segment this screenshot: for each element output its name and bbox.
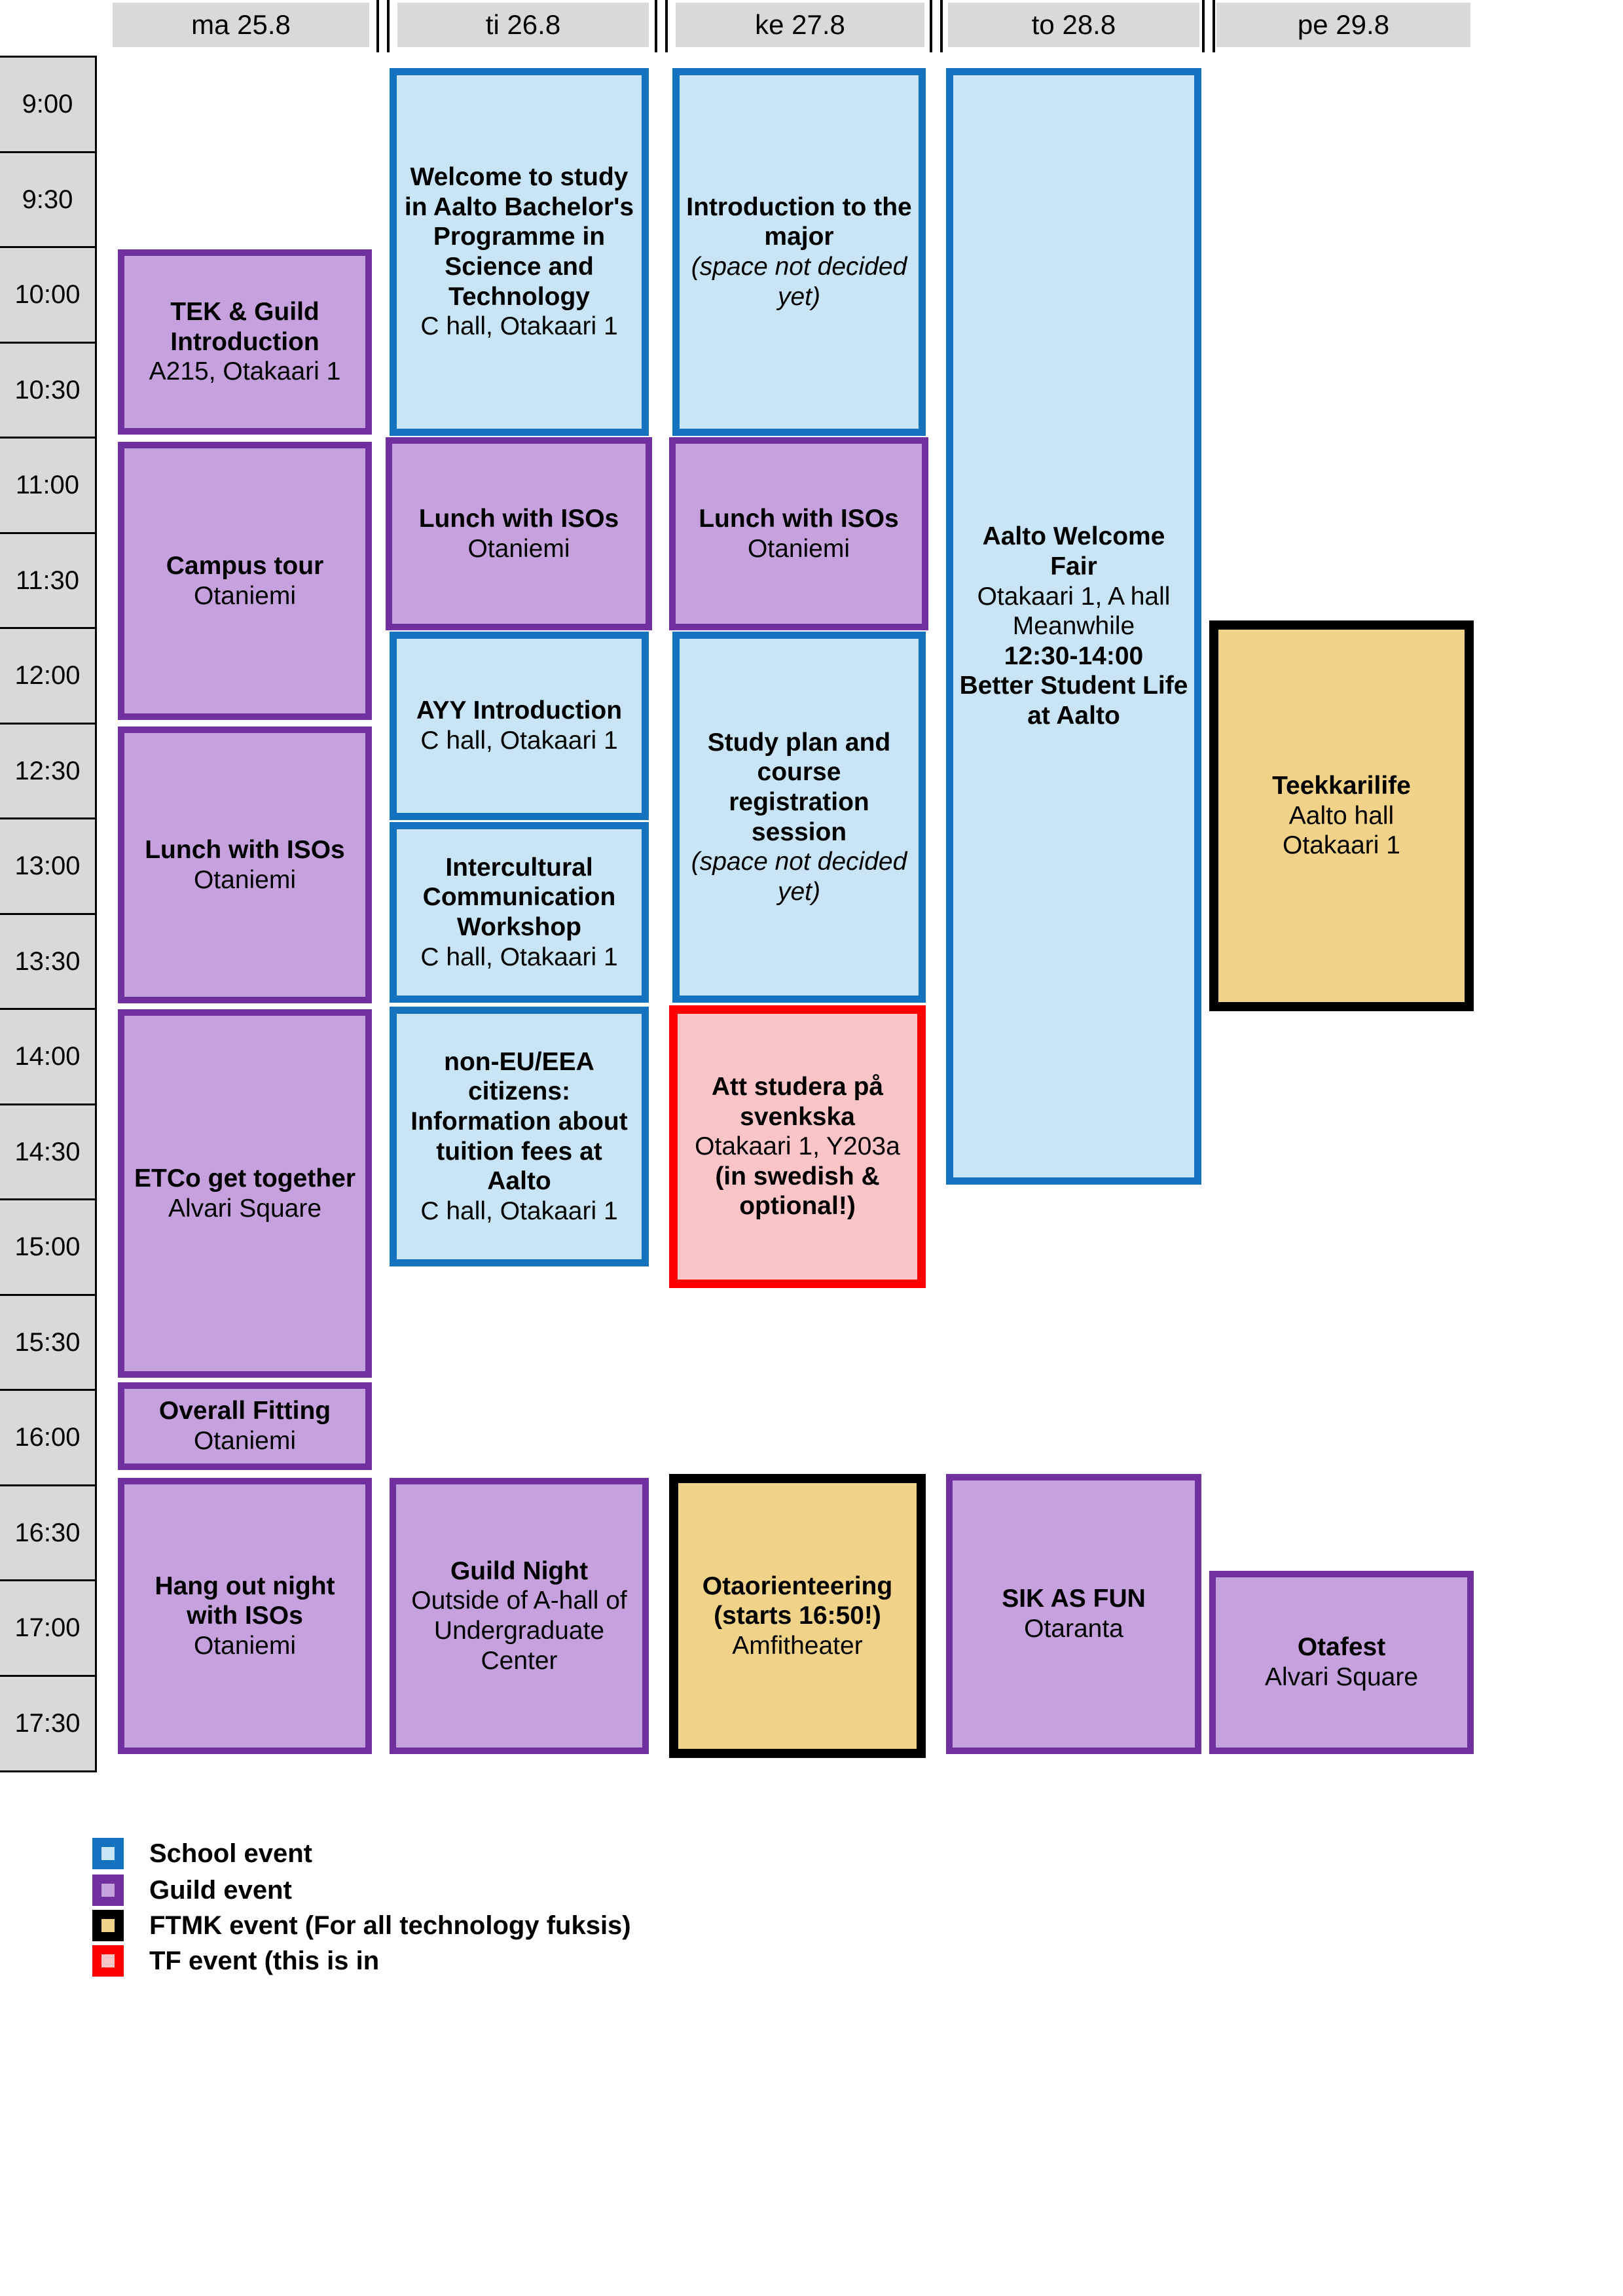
legend-label: TF event (this is in bbox=[149, 1946, 380, 1975]
time-label: 11:30 bbox=[0, 532, 97, 630]
column-separator bbox=[1202, 0, 1205, 52]
event-welcome-to-study: Welcome to study in Aalto Bachelor's Pro… bbox=[390, 68, 649, 436]
legend-item-school-event: School event bbox=[92, 1838, 312, 1869]
event-introduction-to-the-major: Introduction to the major(space not deci… bbox=[672, 68, 926, 436]
event-otaorienteering: Otaorienteering (starts 16:50!)Amfitheat… bbox=[669, 1474, 926, 1758]
time-label: 15:30 bbox=[0, 1294, 97, 1391]
time-label: 16:00 bbox=[0, 1389, 97, 1486]
guild-event-swatch bbox=[92, 1874, 124, 1906]
legend-label: School event bbox=[149, 1839, 312, 1868]
time-label: 13:30 bbox=[0, 913, 97, 1011]
column-separator bbox=[940, 0, 943, 52]
legend-item-ftmk-event: FTMK event (For all technology fuksis) bbox=[92, 1910, 631, 1941]
column-separator bbox=[930, 0, 932, 52]
day-header-friday: pe 29.8 bbox=[1216, 3, 1470, 47]
time-label: 15:00 bbox=[0, 1198, 97, 1296]
time-label: 10:00 bbox=[0, 246, 97, 344]
event-non-eu-eea-tuition-info: non-EU/EEA citizens: Information about t… bbox=[390, 1007, 649, 1266]
column-separator bbox=[376, 0, 379, 52]
time-label: 17:00 bbox=[0, 1579, 97, 1677]
legend-label: FTMK event (For all technology fuksis) bbox=[149, 1910, 631, 1940]
time-label: 14:30 bbox=[0, 1103, 97, 1201]
column-separator bbox=[1213, 0, 1215, 52]
legend-item-guild-event: Guild event bbox=[92, 1874, 292, 1906]
column-separator bbox=[665, 0, 668, 52]
time-label: 17:30 bbox=[0, 1675, 97, 1772]
column-separator bbox=[387, 0, 390, 52]
event-study-plan-registration-session: Study plan and course registration sessi… bbox=[672, 632, 926, 1003]
event-aalto-welcome-fair: Aalto Welcome Fair Otakaari 1, A hall Me… bbox=[946, 68, 1201, 1185]
ftmk-event-swatch bbox=[92, 1910, 124, 1941]
column-separator bbox=[655, 0, 657, 52]
legend-label: Guild event bbox=[149, 1875, 292, 1905]
time-label: 10:30 bbox=[0, 342, 97, 439]
legend-item-tf-event: TF event (this is in bbox=[92, 1945, 379, 1977]
time-label: 12:00 bbox=[0, 627, 97, 725]
time-label: 16:30 bbox=[0, 1484, 97, 1582]
school-event-swatch bbox=[92, 1838, 124, 1869]
day-header-thursday: to 28.8 bbox=[948, 3, 1199, 47]
time-label: 12:30 bbox=[0, 723, 97, 820]
tf-event-swatch bbox=[92, 1945, 124, 1977]
day-header-wednesday: ke 27.8 bbox=[676, 3, 924, 47]
time-label: 14:00 bbox=[0, 1008, 97, 1105]
day-header-tuesday: ti 26.8 bbox=[397, 3, 649, 47]
day-header-monday: ma 25.8 bbox=[113, 3, 369, 47]
time-label: 11:00 bbox=[0, 437, 97, 534]
time-label: 13:00 bbox=[0, 817, 97, 915]
time-label: 9:30 bbox=[0, 151, 97, 249]
time-label: 9:00 bbox=[0, 56, 97, 153]
